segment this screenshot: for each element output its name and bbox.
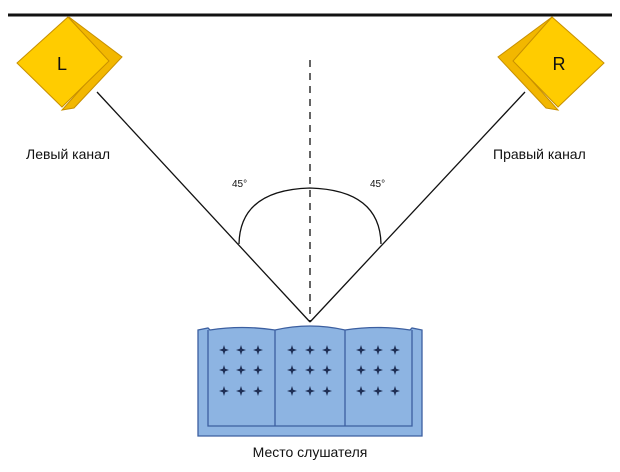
right-angle-label: 45° (370, 179, 385, 190)
tufting-star (253, 365, 263, 375)
listener-caption: Место слушателя (253, 444, 368, 460)
listener-sofa (197, 325, 423, 437)
tufting-star (322, 345, 332, 355)
right-channel-caption: Правый канал (493, 146, 586, 162)
angle-arc (238, 187, 382, 245)
tufting-star (390, 386, 400, 396)
tufting-star (373, 365, 383, 375)
right-channel-line (309, 91, 526, 323)
tufting-star (287, 365, 297, 375)
tufting-star (356, 345, 366, 355)
tufting-star (236, 365, 246, 375)
tufting-star (322, 386, 332, 396)
left-speaker: L (16, 16, 123, 111)
left-speaker-front (16, 16, 110, 108)
tufting-star (373, 345, 383, 355)
tufting-star (322, 365, 332, 375)
tufting-star (390, 365, 400, 375)
tufting-star (305, 345, 315, 355)
left-angle-label: 45° (232, 179, 247, 190)
sofa-tufting (219, 345, 400, 396)
tufting-star (356, 365, 366, 375)
tufting-star (219, 386, 229, 396)
sofa-body (197, 325, 423, 437)
tufting-star (305, 386, 315, 396)
tufting-star (287, 386, 297, 396)
tufting-star (373, 386, 383, 396)
sofa-seat-outline (207, 330, 413, 427)
left-channel-caption: Левый канал (26, 146, 110, 162)
tufting-star (219, 345, 229, 355)
left-channel-line (96, 91, 311, 323)
tufting-star (287, 345, 297, 355)
tufting-star (236, 345, 246, 355)
tufting-star (356, 386, 366, 396)
left-speaker-letter: L (57, 54, 67, 74)
right-speaker-letter: R (553, 54, 566, 74)
right-speaker-front (512, 16, 605, 108)
tufting-star (219, 365, 229, 375)
tufting-star (305, 365, 315, 375)
tufting-star (236, 386, 246, 396)
right-speaker: R (497, 16, 605, 111)
tufting-star (253, 345, 263, 355)
tufting-star (253, 386, 263, 396)
tufting-star (390, 345, 400, 355)
